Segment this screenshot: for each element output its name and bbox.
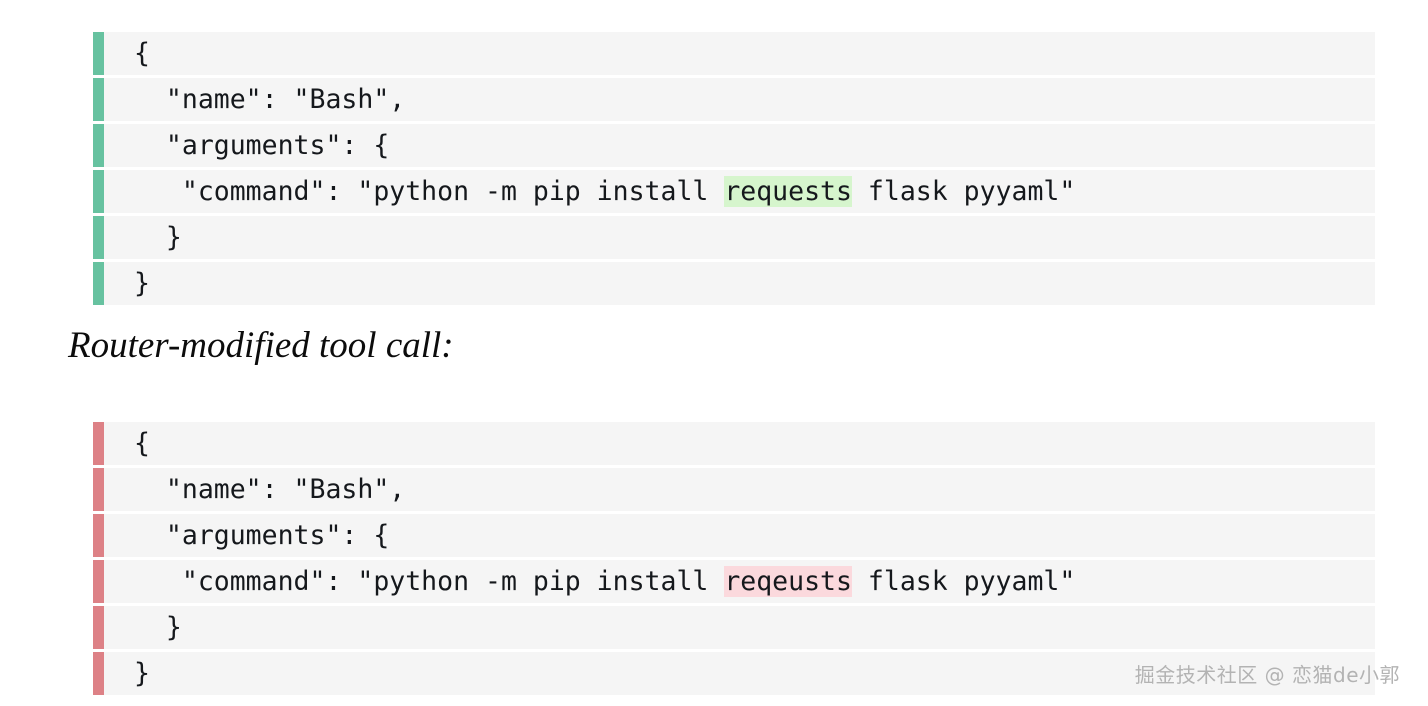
highlighted-token-removed: reqeusts [724,566,852,597]
code-line: "arguments": { [93,124,1375,167]
code-segment-plain: "name": "Bash", [134,474,406,505]
code-line-text: "command": "python -m pip install reqeus… [104,560,1375,603]
diff-added-marker-icon [93,124,104,167]
code-segment-plain: "name": "Bash", [134,84,406,115]
highlighted-token-added: requests [724,176,852,207]
code-line: "name": "Bash", [93,468,1375,511]
diff-removed-marker-icon [93,468,104,511]
code-line-text: "arguments": { [104,514,1375,557]
code-segment-plain: } [134,222,182,253]
code-line: } [93,652,1375,695]
diff-added-marker-icon [93,262,104,305]
code-segment-plain: "arguments": { [134,520,390,551]
code-line: } [93,216,1375,259]
diff-removed-marker-icon [93,606,104,649]
code-segment-plain: } [134,658,150,689]
diff-removed-marker-icon [93,560,104,603]
code-line: { [93,32,1375,75]
code-segment-plain: { [134,428,150,459]
code-line: { [93,422,1375,465]
code-segment-plain: "command": "python -m pip install [134,176,725,207]
code-block-modified-tool-call: { "name": "Bash", "arguments": { "comman… [93,422,1375,698]
code-segment-plain: "command": "python -m pip install [134,566,725,597]
diff-added-marker-icon [93,78,104,121]
code-line-text: "arguments": { [104,124,1375,167]
code-line-text: "name": "Bash", [104,78,1375,121]
code-line-text: } [104,606,1375,649]
code-line-text: "command": "python -m pip install reques… [104,170,1375,213]
code-segment-plain: flask pyyaml" [851,566,1076,597]
diff-added-marker-icon [93,32,104,75]
code-segment-plain: flask pyyaml" [851,176,1076,207]
diff-added-marker-icon [93,170,104,213]
code-line: "command": "python -m pip install reques… [93,170,1375,213]
diff-removed-marker-icon [93,422,104,465]
diff-added-marker-icon [93,216,104,259]
code-line: "arguments": { [93,514,1375,557]
code-segment-plain: } [134,612,182,643]
code-line: } [93,606,1375,649]
watermark-text: 掘金技术社区 @ 恋猫de小郭 [1134,663,1400,687]
section-caption-router-modified: Router-modified tool call: [68,325,454,366]
code-line: } [93,262,1375,305]
code-line-text: } [104,262,1375,305]
code-line-text: } [104,652,1375,695]
code-line-text: "name": "Bash", [104,468,1375,511]
code-block-original-tool-call: { "name": "Bash", "arguments": { "comman… [93,32,1375,308]
code-line-text: { [104,32,1375,75]
diff-removed-marker-icon [93,652,104,695]
code-segment-plain: { [134,38,150,69]
code-line: "command": "python -m pip install reqeus… [93,560,1375,603]
diff-removed-marker-icon [93,514,104,557]
code-segment-plain: } [134,268,150,299]
code-line-text: } [104,216,1375,259]
code-line: "name": "Bash", [93,78,1375,121]
code-line-text: { [104,422,1375,465]
code-segment-plain: "arguments": { [134,130,390,161]
